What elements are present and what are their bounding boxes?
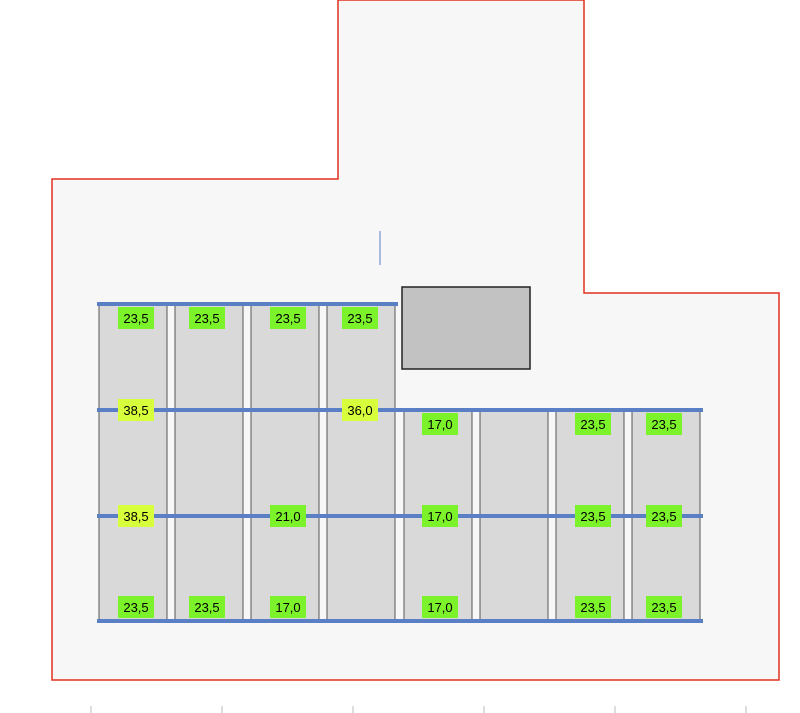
load-label-box: [575, 413, 611, 435]
load-label-box: [189, 596, 225, 618]
load-label-box: [118, 307, 154, 329]
load-label: 21,0: [270, 505, 306, 527]
load-label: 17,0: [422, 413, 458, 435]
load-label-box: [422, 596, 458, 618]
solar-panel-column-3: [250, 303, 320, 622]
load-label-box: [118, 399, 154, 421]
load-label-value: 38,5: [123, 403, 148, 418]
load-label-box: [189, 307, 225, 329]
load-label: 23,5: [118, 596, 154, 618]
load-label-value: 23,5: [123, 600, 148, 615]
load-label-box: [270, 596, 306, 618]
load-label-box: [646, 596, 682, 618]
bottom-ruler: [90, 706, 747, 713]
load-label: 17,0: [422, 596, 458, 618]
load-label: 23,5: [575, 505, 611, 527]
load-label-box: [575, 596, 611, 618]
load-label: 23,5: [575, 596, 611, 618]
load-label-box: [646, 505, 682, 527]
load-label: 38,5: [118, 505, 154, 527]
load-label: 23,5: [118, 307, 154, 329]
load-label-box: [342, 307, 378, 329]
load-label-value: 23,5: [347, 311, 372, 326]
load-label: 23,5: [342, 307, 378, 329]
load-label-value: 23,5: [580, 600, 605, 615]
load-label: 23,5: [575, 413, 611, 435]
load-label-box: [270, 307, 306, 329]
load-label: 17,0: [422, 505, 458, 527]
load-label-box: [118, 505, 154, 527]
load-label-value: 23,5: [651, 509, 676, 524]
load-label-value: 21,0: [275, 509, 300, 524]
load-label-value: 17,0: [427, 509, 452, 524]
load-label-value: 17,0: [427, 417, 452, 432]
load-label: 23,5: [189, 307, 225, 329]
load-label-box: [422, 505, 458, 527]
load-label-group: 23,5 23,5 23,5 23,5 38,5 36,0 17,0 23,5 23,5 38,5…: [118, 307, 682, 618]
load-label: 17,0: [270, 596, 306, 618]
load-label-box: [118, 596, 154, 618]
load-label-value: 23,5: [580, 417, 605, 432]
solar-panel-column-1: [98, 303, 168, 622]
load-label-value: 36,0: [347, 403, 372, 418]
load-label: 23,5: [646, 505, 682, 527]
load-label-value: 23,5: [580, 509, 605, 524]
rail-group: [97, 302, 703, 623]
load-label-value: 23,5: [651, 417, 676, 432]
load-label-value: 17,0: [427, 600, 452, 615]
load-label-box: [270, 505, 306, 527]
load-label: 38,5: [118, 399, 154, 421]
solar-panel-column-2: [174, 303, 244, 622]
load-label: 36,0: [342, 399, 378, 421]
load-label-box: [342, 399, 378, 421]
load-label-value: 23,5: [194, 600, 219, 615]
load-label: 23,5: [270, 307, 306, 329]
load-label: 23,5: [646, 596, 682, 618]
load-label-box: [575, 505, 611, 527]
roof-obstacle: [401, 286, 531, 370]
load-label-value: 23,5: [123, 311, 148, 326]
load-label-value: 23,5: [651, 600, 676, 615]
load-label-value: 38,5: [123, 509, 148, 524]
load-label-value: 23,5: [275, 311, 300, 326]
load-label-value: 23,5: [194, 311, 219, 326]
solar-panel-column-4: [326, 303, 396, 622]
load-label: 23,5: [189, 596, 225, 618]
load-label: 23,5: [646, 413, 682, 435]
load-label-value: 17,0: [275, 600, 300, 615]
load-label-box: [646, 413, 682, 435]
load-label-box: [422, 413, 458, 435]
